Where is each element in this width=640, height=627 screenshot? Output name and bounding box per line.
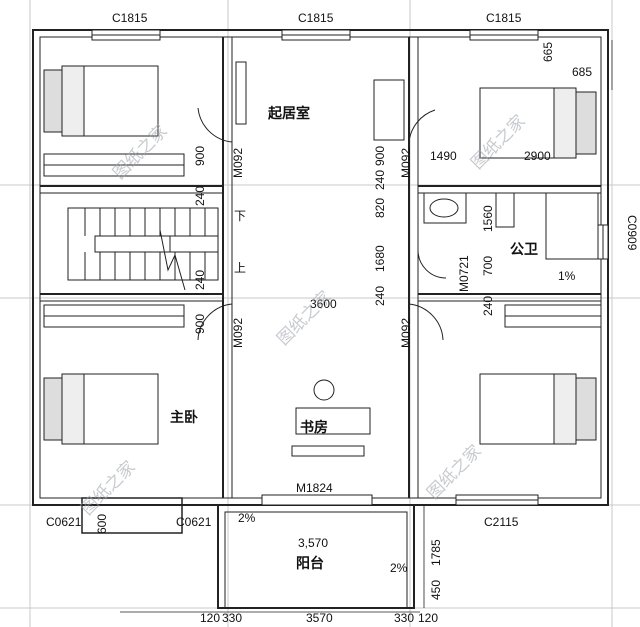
dim-665: 665 (541, 42, 555, 62)
dim-bottom-330-a: 330 (222, 611, 242, 625)
dim-bottom-330-b: 330 (394, 611, 414, 625)
slope-1: 2% (238, 511, 256, 525)
dim-900-a: 900 (193, 146, 207, 166)
room-label-master: 主卧 (170, 409, 198, 425)
window-label-top-left: C1815 (112, 11, 148, 25)
window-label-bottom-left-b: C0621 (176, 515, 212, 529)
dim-450: 450 (429, 580, 443, 600)
dim-bottom-3570: 3570 (306, 611, 333, 625)
dim-bottom-120-a: 120 (200, 611, 220, 625)
window-label-right-side: C0909 (625, 215, 639, 251)
stairs-up-label: 上 (234, 261, 246, 275)
furniture (43, 61, 602, 457)
watermark-5: 图纸之家 (423, 441, 485, 503)
slope-2: 2% (390, 561, 408, 575)
window-marks (91, 29, 609, 506)
dim-240-c: 240 (373, 170, 387, 190)
watermark-4: 图纸之家 (77, 457, 139, 519)
slope-3: 1% (558, 269, 576, 283)
door-swings (197, 107, 447, 341)
staircase (67, 207, 219, 291)
dim-1680: 1680 (373, 245, 387, 272)
door-label-3: M092 (231, 318, 245, 348)
door-label-5: M0721 (457, 255, 471, 292)
watermark-1: 图纸之家 (109, 121, 171, 183)
walls (32, 29, 609, 609)
dim-240-e: 240 (481, 296, 495, 316)
dimension-lines (120, 40, 613, 613)
door-label-4: M092 (399, 318, 413, 348)
dim-bottom-120-b: 120 (418, 611, 438, 625)
window-label-top-mid: C1815 (298, 11, 334, 25)
dim-700: 700 (481, 256, 495, 276)
dim-2900: 2900 (524, 149, 551, 163)
dim-685: 685 (572, 65, 592, 79)
dim-3600: 3600 (310, 297, 337, 311)
stairs-down-label: 下 (234, 209, 246, 223)
room-label-study: 书房 (300, 419, 328, 435)
dim-1785: 1785 (429, 539, 443, 566)
dim-1490: 1490 (430, 149, 457, 163)
window-label-bottom-right: C2115 (484, 515, 519, 529)
door-label-2: M092 (399, 148, 413, 178)
watermark-3: 图纸之家 (273, 287, 335, 349)
window-label-bottom-left-a: C0621 (46, 515, 82, 529)
dim-3570-top: 3,570 (298, 536, 328, 550)
watermark-2: 图纸之家 (467, 111, 529, 173)
dim-240-a: 240 (193, 186, 207, 206)
door-label-1: M092 (231, 148, 245, 178)
room-label-bath: 公卫 (510, 241, 538, 257)
room-label-balcony: 阳台 (296, 555, 324, 571)
dim-900-b: 900 (193, 314, 207, 334)
dim-820: 820 (373, 198, 387, 218)
door-label-main: M1824 (296, 481, 333, 495)
dim-600: 600 (95, 514, 109, 534)
dim-240-b: 240 (193, 270, 207, 290)
room-label-living: 起居室 (267, 105, 310, 121)
dim-1560: 1560 (481, 205, 495, 232)
dim-240-d: 240 (373, 286, 387, 306)
window-label-top-right: C1815 (486, 11, 522, 25)
dim-900-right-a: 900 (373, 146, 387, 166)
